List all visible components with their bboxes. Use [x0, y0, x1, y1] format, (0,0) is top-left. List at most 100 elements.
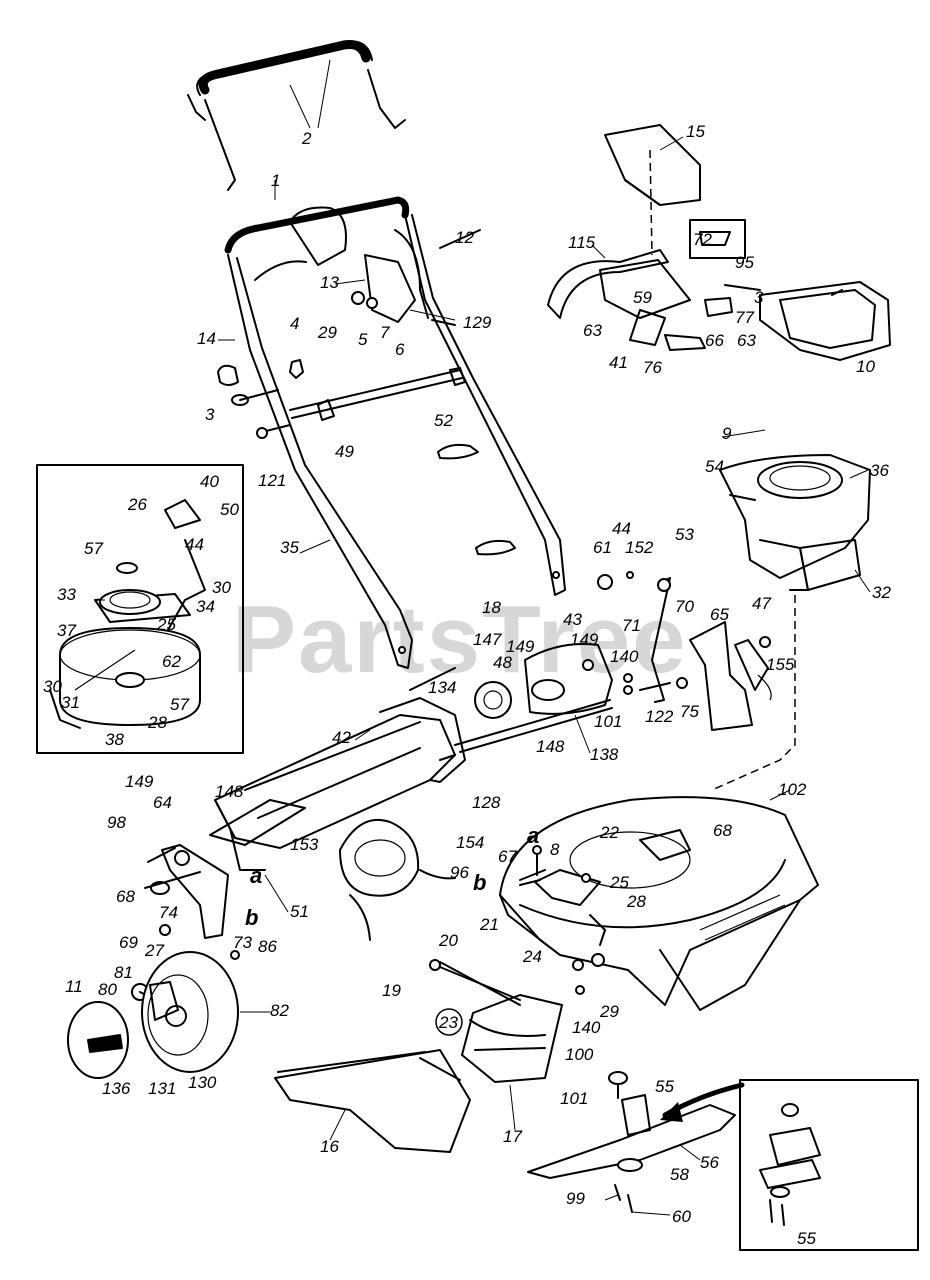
- label-1: 1: [271, 171, 280, 190]
- label-18: 18: [482, 598, 501, 617]
- label-29: 29: [317, 323, 337, 342]
- inset-label-57: 57: [84, 539, 103, 558]
- label-148b: 148: [215, 782, 244, 801]
- label-73: 73: [233, 933, 252, 952]
- label-148a: 148: [536, 737, 565, 756]
- label-29b: 29: [599, 1002, 619, 1021]
- inset-label-33: 33: [57, 585, 76, 604]
- label-b1: b: [473, 870, 486, 895]
- label-23: 23: [438, 1013, 458, 1032]
- engine-deck-path: [711, 595, 796, 791]
- inset-label-31: 31: [61, 693, 80, 712]
- label-130: 130: [188, 1073, 217, 1092]
- label-47: 47: [752, 594, 771, 613]
- label-7: 7: [380, 323, 390, 342]
- label-61: 61: [593, 538, 612, 557]
- label-149b: 149: [570, 630, 599, 649]
- label-a2: a: [250, 863, 262, 888]
- label-77: 77: [735, 308, 754, 327]
- label-128: 128: [472, 793, 501, 812]
- label-69: 69: [119, 933, 138, 952]
- label-115: 115: [568, 233, 596, 252]
- label-102: 102: [778, 780, 807, 799]
- label-138: 138: [590, 745, 619, 764]
- label-2: 2: [301, 129, 312, 148]
- lower-handle: [294, 377, 566, 669]
- label-19: 19: [382, 981, 401, 1000]
- control-cable: [351, 229, 481, 326]
- label-60: 60: [672, 1207, 691, 1226]
- label-13: 13: [320, 273, 339, 292]
- axle-rod: [429, 959, 521, 1001]
- label-4: 4: [290, 314, 299, 333]
- label-27: 27: [144, 941, 164, 960]
- label-63: 63: [583, 321, 602, 340]
- label-32: 32: [872, 583, 891, 602]
- label-25: 25: [609, 873, 629, 892]
- label-131: 131: [148, 1079, 176, 1098]
- label-155: 155: [766, 655, 795, 674]
- inset-label-30b: 30: [43, 677, 62, 696]
- label-6: 6: [395, 340, 405, 359]
- label-149a: 149: [506, 637, 535, 656]
- label-153: 153: [290, 835, 319, 854]
- label-99: 99: [566, 1189, 585, 1208]
- inset-label-30: 30: [212, 578, 231, 597]
- inset-label-44: 44: [185, 535, 204, 554]
- blade-adapter: [519, 869, 601, 906]
- label-98: 98: [107, 813, 126, 832]
- pivot-bar: [209, 799, 306, 871]
- inset-box: [36, 464, 244, 754]
- inset-box-55: [739, 1079, 919, 1251]
- label-36: 36: [870, 461, 889, 480]
- inset-label-34: 34: [196, 597, 215, 616]
- label-56: 56: [700, 1153, 719, 1172]
- inset-label-37: 37: [57, 621, 76, 640]
- wheel-assembly: [67, 844, 240, 1079]
- engine: [719, 281, 891, 591]
- label-81: 81: [114, 963, 133, 982]
- label-a1: a: [527, 823, 539, 848]
- inset-label-26: 26: [127, 495, 147, 514]
- label-101b: 101: [560, 1089, 588, 1108]
- label-28: 28: [626, 892, 646, 911]
- label-35: 35: [280, 538, 299, 557]
- inset-label-40: 40: [200, 472, 219, 491]
- label-140a: 140: [610, 647, 639, 666]
- grass-bag: [274, 1049, 471, 1153]
- label-8: 8: [550, 840, 560, 859]
- label-66: 66: [705, 331, 724, 350]
- axle-transmission: [409, 571, 772, 753]
- label-67: 67: [498, 847, 517, 866]
- label-140b: 140: [572, 1018, 601, 1037]
- label-24: 24: [522, 947, 542, 966]
- label-21: 21: [479, 915, 499, 934]
- label-154: 154: [456, 833, 484, 852]
- drive-cable: [339, 818, 456, 941]
- label-68b: 68: [116, 887, 135, 906]
- label-16: 16: [320, 1137, 339, 1156]
- label-3: 3: [205, 405, 215, 424]
- inset-label-25: 25: [156, 615, 176, 634]
- label-96: 96: [450, 863, 469, 882]
- label-59: 59: [633, 288, 652, 307]
- label-53: 53: [675, 525, 694, 544]
- label-74: 74: [159, 903, 178, 922]
- deck-hardware: [519, 845, 606, 995]
- label-68a: 68: [713, 821, 732, 840]
- label-42: 42: [332, 728, 351, 747]
- label-20: 20: [438, 931, 458, 950]
- inset-label-38: 38: [105, 730, 124, 749]
- label-129: 129: [463, 313, 492, 332]
- blade-assembly: [527, 1071, 745, 1213]
- label-51: 51: [290, 902, 309, 921]
- label-75: 75: [680, 702, 699, 721]
- label-76: 76: [643, 358, 662, 377]
- label-22: 22: [599, 823, 619, 842]
- label-3b: 3: [754, 288, 764, 307]
- label-134: 134: [428, 678, 456, 697]
- label-12: 12: [455, 228, 474, 247]
- label-44: 44: [612, 519, 631, 538]
- handle-grip: [187, 40, 406, 191]
